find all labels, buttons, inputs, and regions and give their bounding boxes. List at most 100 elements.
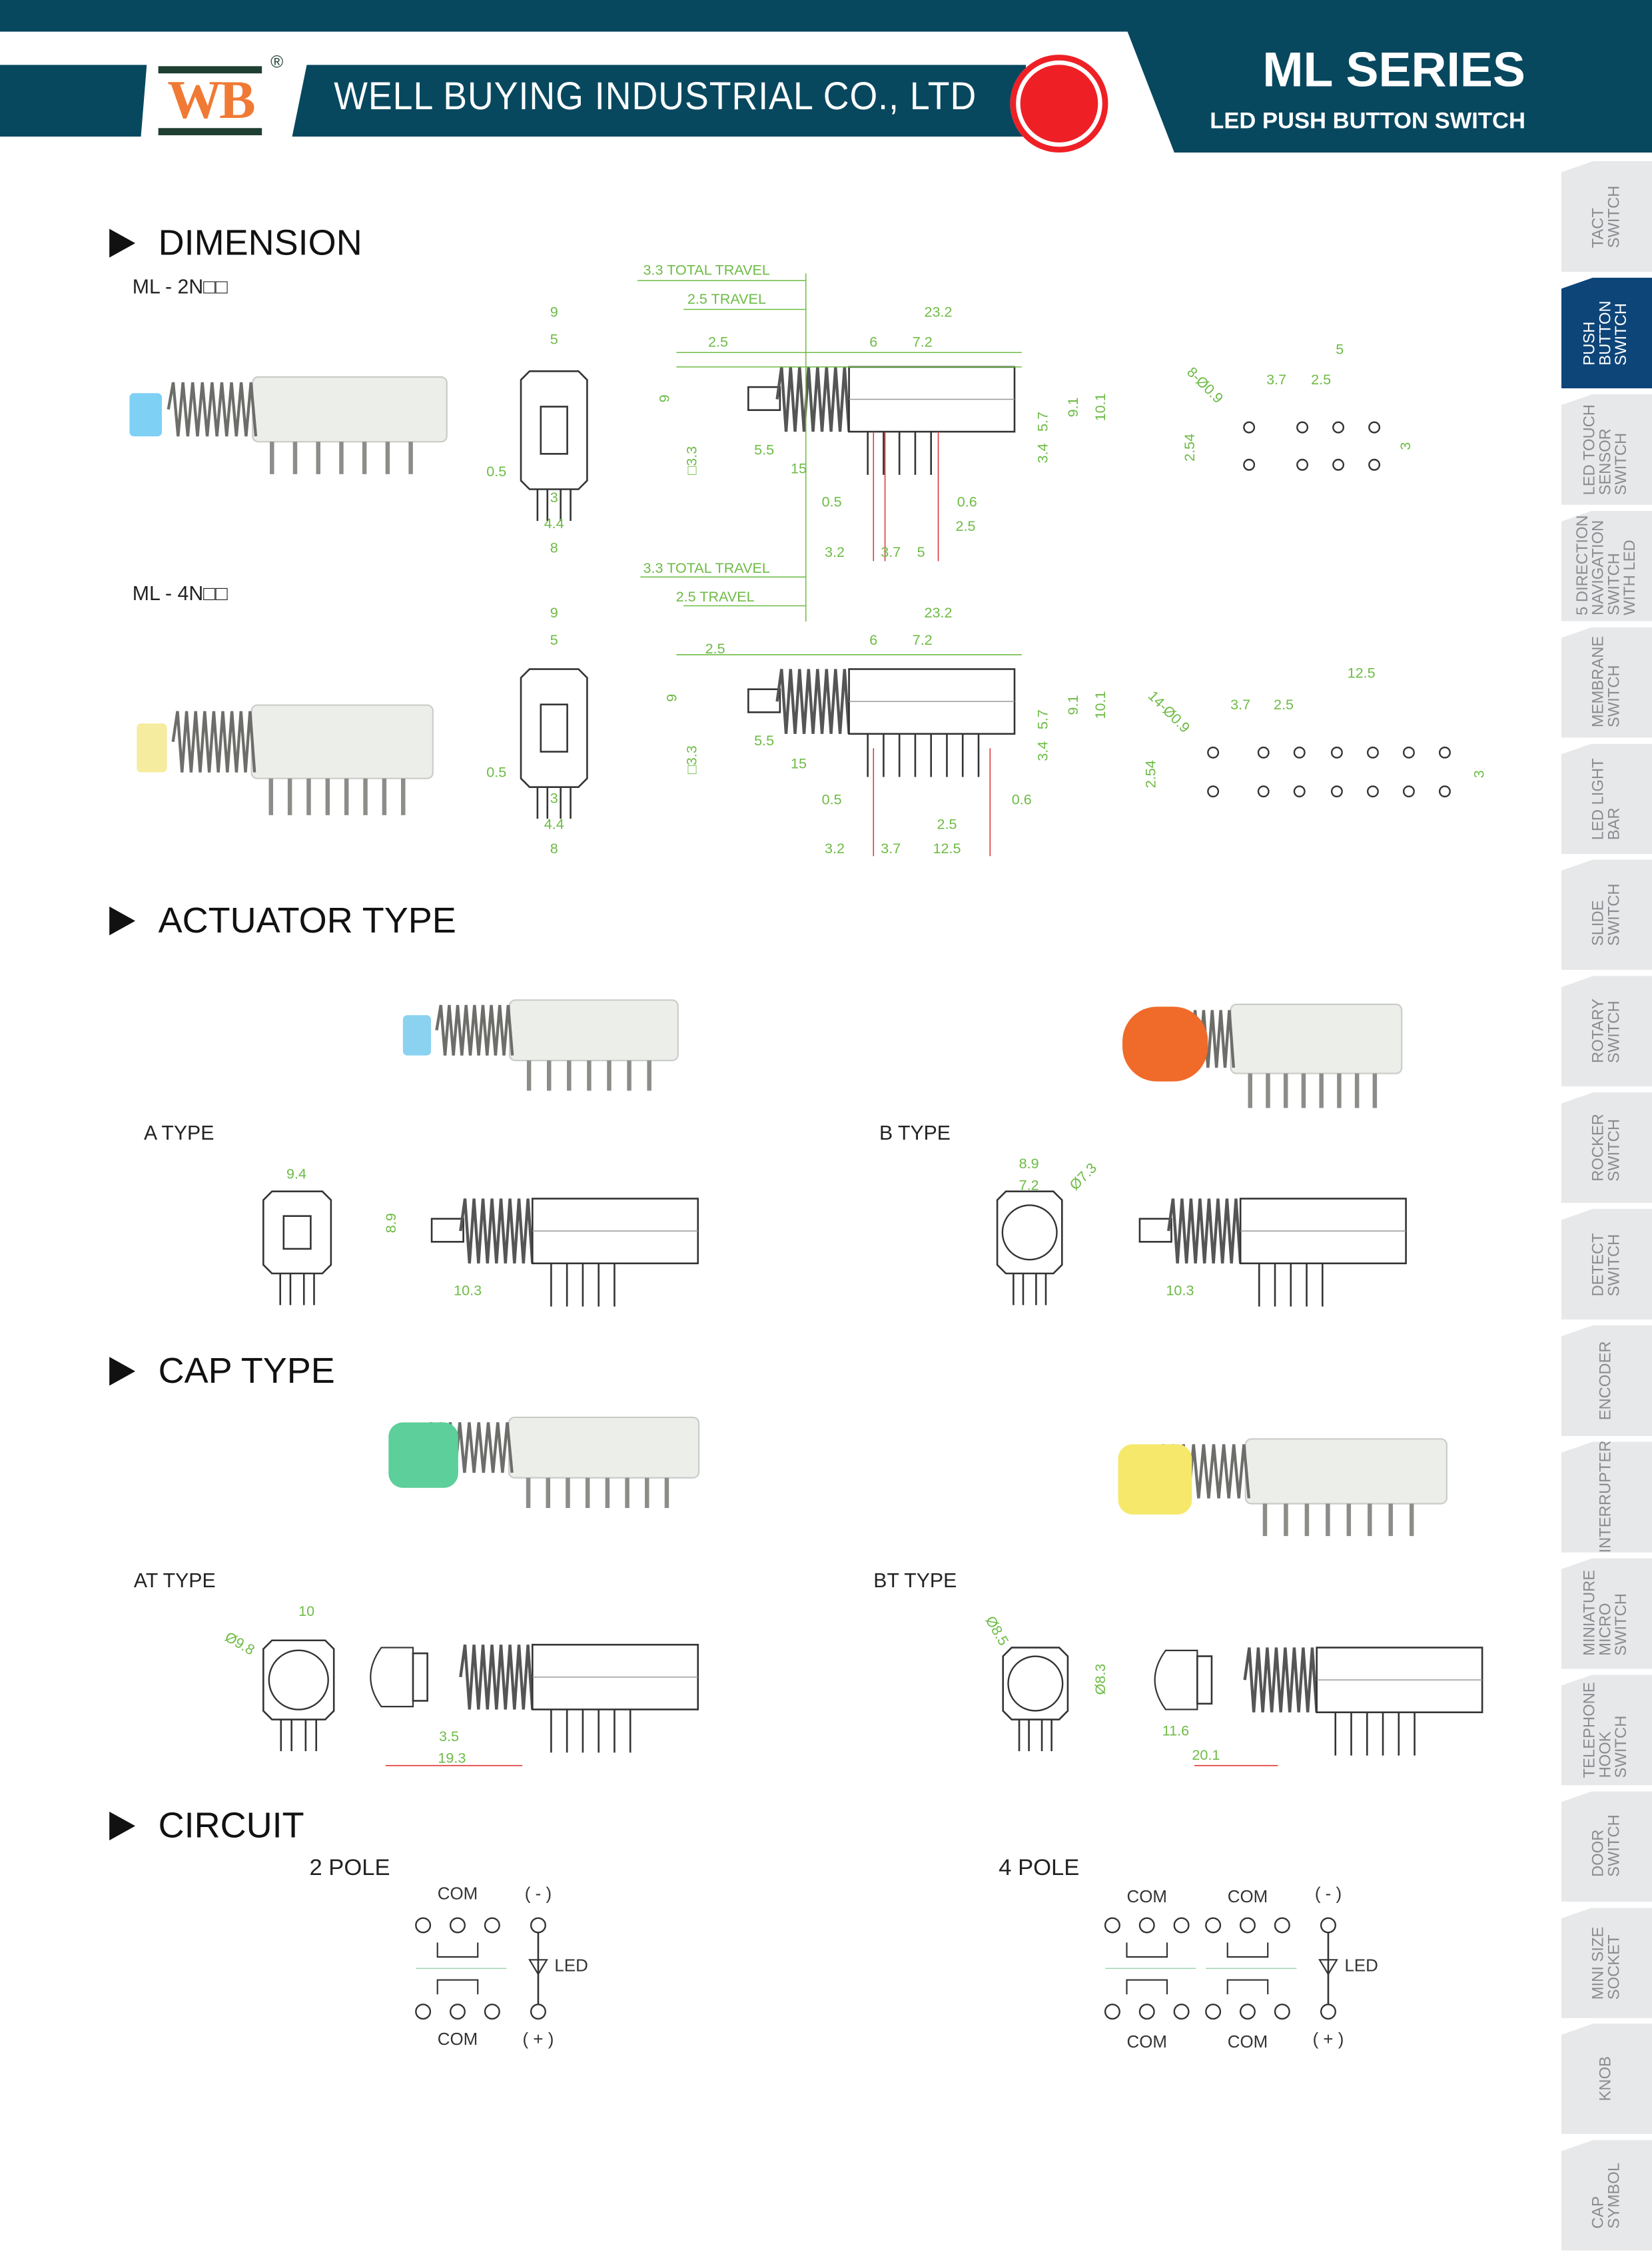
dimension-label: 5.7 bbox=[1034, 412, 1051, 432]
switch-body bbox=[1244, 1438, 1447, 1505]
registered-mark: ® bbox=[270, 51, 284, 73]
dimension-label: 7.2 bbox=[913, 334, 933, 350]
product-photo bbox=[388, 1416, 700, 1508]
pin bbox=[546, 1060, 552, 1091]
cap-outline bbox=[1007, 1655, 1064, 1712]
hole bbox=[1368, 458, 1381, 471]
dimension-label: 4.4 bbox=[544, 515, 564, 532]
plunger-square bbox=[540, 703, 568, 753]
product-photo bbox=[137, 704, 434, 815]
pin bbox=[292, 442, 298, 474]
dimension-label: 15 bbox=[791, 460, 807, 477]
sidebar-tab[interactable]: MINIATURE MICRO SWITCH bbox=[1561, 1558, 1652, 1669]
dimension-label: 5.5 bbox=[754, 732, 774, 749]
circuit-label: COM bbox=[1127, 2033, 1167, 2052]
circuit-label: COM bbox=[438, 1885, 478, 1904]
dimension-label: 2.5 bbox=[705, 640, 725, 657]
sidebar-tab[interactable]: ROTARY SWITCH bbox=[1561, 976, 1652, 1087]
hole bbox=[1332, 421, 1345, 434]
pin bbox=[362, 442, 367, 474]
section-actuator: ACTUATOR TYPE bbox=[158, 901, 456, 941]
dimension-label: 7.2 bbox=[1019, 1177, 1039, 1194]
circuit-label: COM bbox=[1228, 1888, 1268, 1906]
product-photo bbox=[402, 999, 679, 1091]
pin bbox=[605, 1477, 610, 1508]
contact bbox=[415, 1917, 432, 1934]
pin bbox=[344, 778, 349, 815]
dimension-label: 10.3 bbox=[454, 1282, 482, 1298]
dimension-label: 15 bbox=[791, 755, 807, 772]
sidebar-tab[interactable]: SLIDE SWITCH bbox=[1561, 859, 1652, 970]
switch-body bbox=[508, 1416, 700, 1479]
cap-outline bbox=[1154, 1649, 1198, 1710]
dimension-label: 7.2 bbox=[913, 631, 933, 648]
dimension-label: 9.1 bbox=[1064, 397, 1081, 417]
contact-bridge bbox=[1126, 1979, 1168, 1995]
pin bbox=[306, 778, 311, 815]
cap-outline bbox=[370, 1647, 414, 1708]
dimension-label: 10.1 bbox=[1092, 691, 1108, 719]
sidebar-tab[interactable]: DETECT SWITCH bbox=[1561, 1208, 1652, 1320]
sidebar-tab[interactable]: 5 DIRECTION NAVIGATION SWITCH WITH LED bbox=[1561, 510, 1652, 621]
spring bbox=[167, 382, 258, 437]
header-company-band bbox=[292, 65, 1027, 137]
spring bbox=[1167, 1198, 1242, 1264]
dimension-label: 9.4 bbox=[286, 1165, 306, 1182]
sidebar-tab[interactable]: ENCODER bbox=[1561, 1325, 1652, 1436]
label-2-pole: 2 POLE bbox=[309, 1856, 390, 1881]
circuit-label: ( + ) bbox=[523, 2030, 554, 2049]
sidebar-tab[interactable]: LED LIGHT BAR bbox=[1561, 743, 1652, 855]
dimension-label: 3.7 bbox=[881, 544, 901, 560]
cap bbox=[388, 1422, 458, 1488]
switch-body bbox=[1230, 1003, 1403, 1074]
cap-outline bbox=[268, 1649, 329, 1710]
sidebar-tab[interactable]: INTERRUPTER bbox=[1561, 1441, 1652, 1553]
pin bbox=[1248, 1073, 1252, 1108]
contact bbox=[1239, 2004, 1256, 2020]
pin bbox=[1284, 1503, 1288, 1537]
dimension-label: 0.6 bbox=[1012, 791, 1032, 808]
hole bbox=[1402, 785, 1415, 798]
sidebar-tab[interactable]: KNOB bbox=[1561, 2024, 1652, 2135]
sidebar-tab[interactable]: ROCKER SWITCH bbox=[1561, 1092, 1652, 1204]
sidebar-tab[interactable]: PUSH BUTTON SWITCH bbox=[1561, 277, 1652, 389]
cap bbox=[402, 1015, 432, 1056]
circuit-label: LED bbox=[554, 1957, 588, 1976]
dimension-label: 9 bbox=[656, 394, 673, 402]
sidebar-tab[interactable]: TELEPHONE HOOK SWITCH bbox=[1561, 1674, 1652, 1786]
dimension-label: 23.2 bbox=[925, 303, 953, 320]
dimension-label: 0.6 bbox=[957, 493, 977, 510]
label-b-type: B TYPE bbox=[879, 1120, 951, 1144]
spring bbox=[775, 366, 851, 432]
dimension-label: Ø8.3 bbox=[1092, 1664, 1108, 1695]
pin bbox=[1337, 1073, 1342, 1108]
led-terminal bbox=[530, 2004, 546, 2020]
hole bbox=[1243, 458, 1256, 471]
dimension-label: 3 bbox=[1397, 442, 1414, 450]
contact-bridge bbox=[1126, 1942, 1168, 1958]
hole bbox=[1293, 785, 1306, 798]
dimension-label: 10 bbox=[298, 1603, 314, 1619]
section-circuit: CIRCUIT bbox=[158, 1806, 304, 1846]
logo-bar-bottom bbox=[158, 128, 262, 136]
sidebar-tab[interactable]: CAP SYMBOL bbox=[1561, 2140, 1652, 2251]
sidebar-tab[interactable]: DOOR SWITCH bbox=[1561, 1790, 1652, 1902]
dimension-label: 3.2 bbox=[825, 840, 845, 857]
hole bbox=[1257, 746, 1270, 759]
pin bbox=[1346, 1503, 1352, 1537]
sidebar-tab[interactable]: MINI SIZE SOCKET bbox=[1561, 1907, 1652, 2018]
contact bbox=[1104, 1917, 1120, 1934]
dimension-label: 3.7 bbox=[1230, 696, 1250, 713]
hole bbox=[1438, 785, 1451, 798]
contact bbox=[1173, 2004, 1190, 2020]
sidebar-tab[interactable]: LED TOUCH SENSOR SWITCH bbox=[1561, 394, 1652, 505]
spring bbox=[459, 1198, 534, 1264]
sidebar-tab[interactable]: TACT SWITCH bbox=[1561, 161, 1652, 272]
header-series-panel bbox=[1115, 0, 1652, 153]
model-ml2n: ML - 2N□□ bbox=[132, 274, 228, 298]
sidebar-tab[interactable]: MEMBRANE SWITCH bbox=[1561, 627, 1652, 738]
hole bbox=[1293, 746, 1306, 759]
section-dimension: DIMENSION bbox=[158, 222, 362, 264]
pin bbox=[1326, 1503, 1330, 1537]
dimension-label: 8.9 bbox=[1019, 1155, 1039, 1172]
